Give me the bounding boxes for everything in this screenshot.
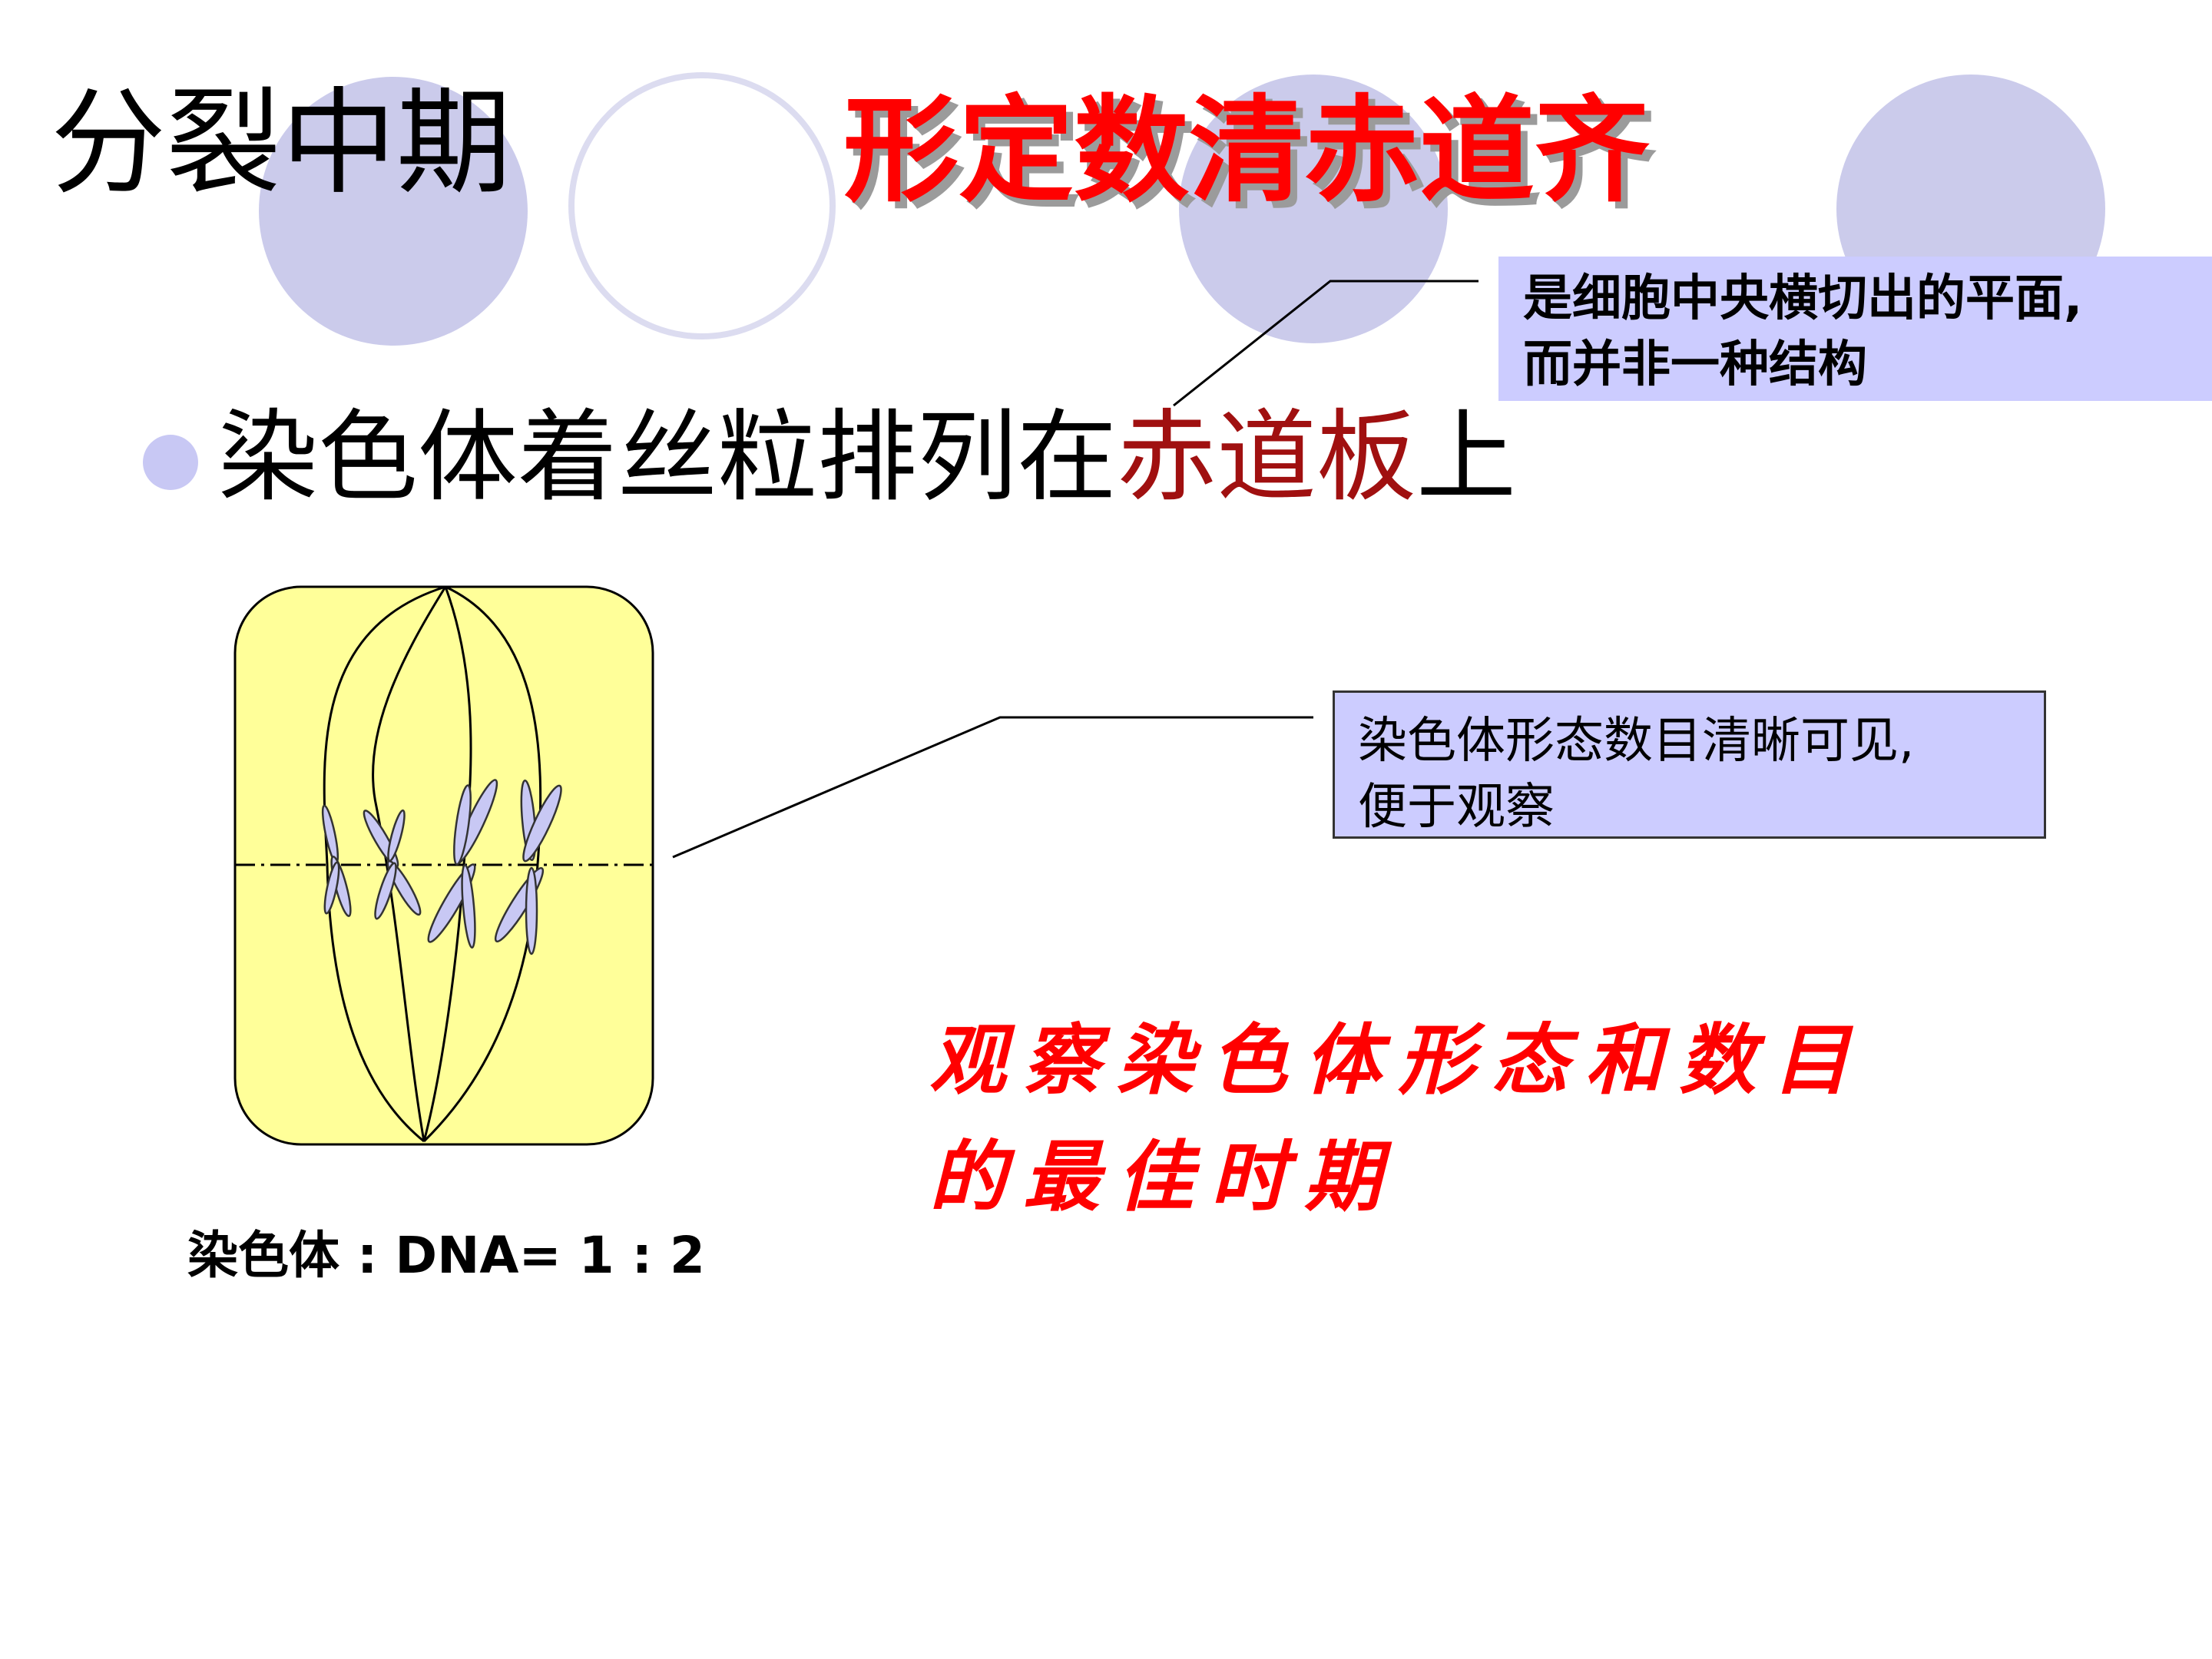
chromosome-dna-ratio: 染色体 : DNA= 1 : 2 xyxy=(187,1226,705,1285)
chromosome-1 xyxy=(321,804,352,917)
bullet-text-before: 染色体着丝粒排列在 xyxy=(218,399,1118,515)
chromosomes xyxy=(321,779,562,955)
callout-plane-line2: 而并非一种结构 xyxy=(1523,336,1867,393)
best-observation-note: 观察染色体形态和数目 的最佳时期 xyxy=(929,1002,2158,1236)
connector-plane-line xyxy=(1173,280,1479,407)
bullet-text-after: 上 xyxy=(1416,399,1517,515)
bullet-dot xyxy=(143,435,198,490)
best-observation-note-line2: 的最佳时期 xyxy=(929,1132,1398,1222)
decor-circle-ring xyxy=(568,72,836,339)
callout-plane-line1: 是细胞中央横切出的平面, xyxy=(1523,270,2083,327)
callout-visible-line2: 便于观察 xyxy=(1358,779,1555,836)
callout-equatorial-plane: 是细胞中央横切出的平面, 而并非一种结构 xyxy=(1498,257,2212,401)
decor-circle-filled-left xyxy=(259,77,528,346)
callout-chromosomes-visible: 染色体形态数目清晰可见, 便于观察 xyxy=(1333,690,2046,839)
connector-visible-line xyxy=(672,716,1313,859)
chromosome-2 xyxy=(363,809,422,920)
best-observation-note-line1: 观察染色体形态和数目 xyxy=(929,1015,1866,1105)
decor-circle-filled-center xyxy=(1179,75,1448,343)
chromosome-3 xyxy=(427,779,498,949)
bullet-text: 染色体着丝粒排列在赤道板上 xyxy=(218,407,1516,507)
bullet-text-highlight: 赤道板 xyxy=(1117,399,1417,515)
headline: 形定数清赤道齐 xyxy=(843,84,1651,218)
chromosome-4 xyxy=(494,779,562,955)
phase-title: 分裂中期 xyxy=(51,77,512,210)
callout-visible-line1: 染色体形态数目清晰可见, xyxy=(1358,713,1915,770)
